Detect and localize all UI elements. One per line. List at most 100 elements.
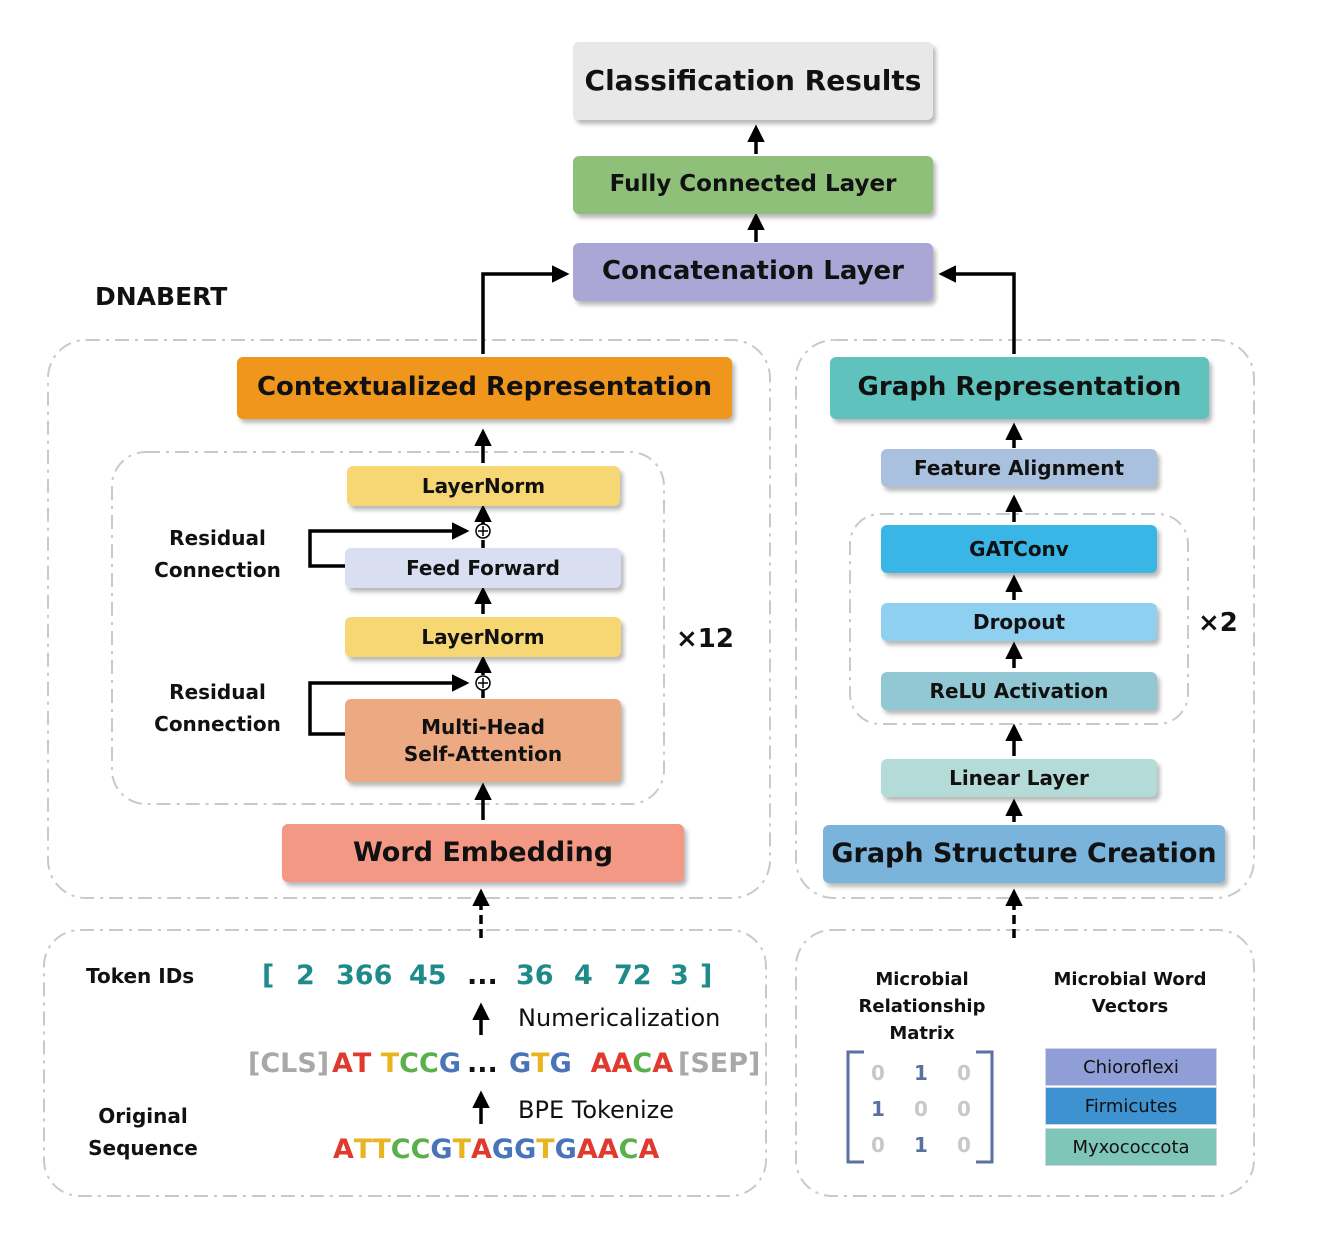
nucleotide: C bbox=[390, 1134, 411, 1165]
matrix-label-line-2: Matrix bbox=[889, 1023, 955, 1044]
layernorm-top-box: LayerNorm bbox=[347, 466, 620, 506]
dropout-box: Dropout bbox=[881, 603, 1157, 641]
nucleotide: A bbox=[590, 1048, 612, 1079]
concatenation-layer-box: Concatenation Layer bbox=[573, 243, 933, 301]
matrix-cell: 0 bbox=[957, 1133, 971, 1157]
token-id-ellipsis: ... bbox=[467, 960, 498, 991]
original-line-2: Sequence bbox=[88, 1136, 198, 1160]
arrow-contextualized-to-concat bbox=[481, 265, 570, 354]
nucleotide: A bbox=[332, 1048, 353, 1079]
nucleotide: C bbox=[410, 1134, 431, 1165]
gat-repeat-region bbox=[849, 513, 1189, 725]
word-vector-myxococcota: Myxococcota bbox=[1045, 1128, 1217, 1166]
token-id-close-bracket: ] bbox=[700, 960, 713, 991]
nucleotide: A bbox=[576, 1134, 598, 1165]
nucleotide: T bbox=[352, 1048, 372, 1079]
graph-structure-creation-box: Graph Structure Creation bbox=[823, 825, 1225, 883]
token-id: 2 bbox=[296, 960, 315, 991]
nucleotide: C bbox=[618, 1134, 639, 1165]
nucleotide: A bbox=[638, 1134, 660, 1165]
residual-bottom-path bbox=[308, 674, 470, 736]
nucleotide bbox=[581, 1048, 590, 1079]
relu-activation-box: ReLU Activation bbox=[881, 672, 1157, 710]
numericalization-label: Numericalization bbox=[518, 1004, 721, 1032]
residual-connection-bottom-label: Residual Connection bbox=[150, 676, 285, 740]
gatconv-box: GATConv bbox=[881, 525, 1157, 573]
token-id: 3 bbox=[670, 960, 689, 991]
residual-top-line-2: Connection bbox=[154, 558, 281, 582]
word-embedding-box: Word Embedding bbox=[282, 824, 684, 882]
token-id-open-bracket: [ bbox=[262, 960, 275, 991]
token-id: 36 bbox=[516, 960, 554, 991]
nucleotide: A bbox=[597, 1134, 619, 1165]
matrix-cell: 0 bbox=[957, 1097, 971, 1121]
matrix-cell: 0 bbox=[871, 1061, 885, 1085]
fully-connected-layer-box: Fully Connected Layer bbox=[573, 156, 933, 214]
residual-bottom-line-1: Residual bbox=[169, 680, 266, 704]
residual-top-path bbox=[308, 522, 470, 568]
dnabert-title: DNABERT bbox=[95, 282, 228, 311]
nucleotide: C bbox=[632, 1048, 653, 1079]
token-region bbox=[43, 929, 767, 1197]
token-ids-row: [ 2 366 45 ... 36 4 72 3 ] bbox=[0, 960, 1329, 1000]
encoder-repeat-count: ×12 bbox=[676, 624, 734, 654]
token-group-2: GTG AACA bbox=[509, 1048, 673, 1079]
mhsa-line-2: Self-Attention bbox=[403, 741, 563, 766]
dnabert-region bbox=[47, 339, 771, 899]
nucleotide: C bbox=[418, 1048, 439, 1079]
token-ellipsis: ... bbox=[467, 1048, 498, 1079]
nucleotide: G bbox=[430, 1134, 453, 1165]
contextualized-representation-box: Contextualized Representation bbox=[237, 357, 732, 419]
nucleotide: G bbox=[549, 1048, 572, 1079]
vectors-label-line-2: Vectors bbox=[1091, 996, 1169, 1017]
cls-token: [CLS] bbox=[248, 1048, 330, 1079]
residual-bottom-line-2: Connection bbox=[154, 712, 281, 736]
nucleotide: T bbox=[531, 1048, 550, 1079]
feed-forward-box: Feed Forward bbox=[345, 548, 621, 588]
layernorm-mid-box: LayerNorm bbox=[345, 617, 621, 657]
matrix-cell: 1 bbox=[871, 1097, 885, 1121]
multi-head-self-attention-box: Multi-Head Self-Attention bbox=[345, 699, 621, 782]
nucleotide bbox=[572, 1048, 581, 1079]
residual-top-line-1: Residual bbox=[169, 526, 266, 550]
matrix-label-line-1: Microbial Relationship bbox=[858, 969, 986, 1017]
graph-representation-box: Graph Representation bbox=[830, 357, 1209, 419]
matrix-bracket-right bbox=[976, 1050, 994, 1164]
nucleotide: C bbox=[399, 1048, 419, 1079]
token-id: 72 bbox=[614, 960, 652, 991]
original-sequence-label: Original Sequence bbox=[84, 1100, 202, 1164]
matrix-cell: 0 bbox=[871, 1133, 885, 1157]
nucleotide: A bbox=[652, 1048, 674, 1079]
nucleotide: A bbox=[333, 1134, 354, 1165]
nucleotide: G bbox=[554, 1134, 577, 1165]
token-id: 45 bbox=[409, 960, 447, 991]
nucleotide: G bbox=[509, 1048, 532, 1079]
nucleotide bbox=[371, 1048, 380, 1079]
nucleotide: T bbox=[353, 1134, 373, 1165]
token-id: 366 bbox=[336, 960, 393, 991]
nucleotide: G bbox=[514, 1134, 537, 1165]
matrix-bracket-left bbox=[846, 1050, 864, 1164]
word-vectors-label: Microbial Word Vectors bbox=[1040, 966, 1220, 1020]
token-group-1: AT TCCG bbox=[332, 1048, 461, 1079]
matrix-cell: 0 bbox=[914, 1097, 928, 1121]
graph-region bbox=[795, 339, 1255, 899]
nucleotide: T bbox=[452, 1134, 471, 1165]
nucleotide: G bbox=[491, 1134, 515, 1165]
bpe-token-row: [CLS] AT TCCG ... GTG AACA [SEP] bbox=[0, 1048, 1329, 1088]
sep-token: [SEP] bbox=[678, 1048, 761, 1079]
nucleotide: T bbox=[380, 1048, 400, 1079]
nucleotide: G bbox=[438, 1048, 461, 1079]
nucleotide: A bbox=[471, 1134, 492, 1165]
feature-alignment-box: Feature Alignment bbox=[881, 449, 1157, 487]
bpe-tokenize-label: BPE Tokenize bbox=[518, 1096, 675, 1124]
word-vector-firmicutes: Firmicutes bbox=[1045, 1087, 1217, 1125]
vectors-label-line-1: Microbial Word bbox=[1053, 969, 1207, 990]
encoder-repeat-region bbox=[111, 451, 665, 805]
nucleotide: T bbox=[372, 1134, 391, 1165]
nucleotide: A bbox=[611, 1048, 633, 1079]
nucleotide: T bbox=[536, 1134, 555, 1165]
relationship-matrix-label: Microbial Relationship Matrix bbox=[812, 966, 1032, 1047]
matrix-cell: 1 bbox=[914, 1133, 928, 1157]
